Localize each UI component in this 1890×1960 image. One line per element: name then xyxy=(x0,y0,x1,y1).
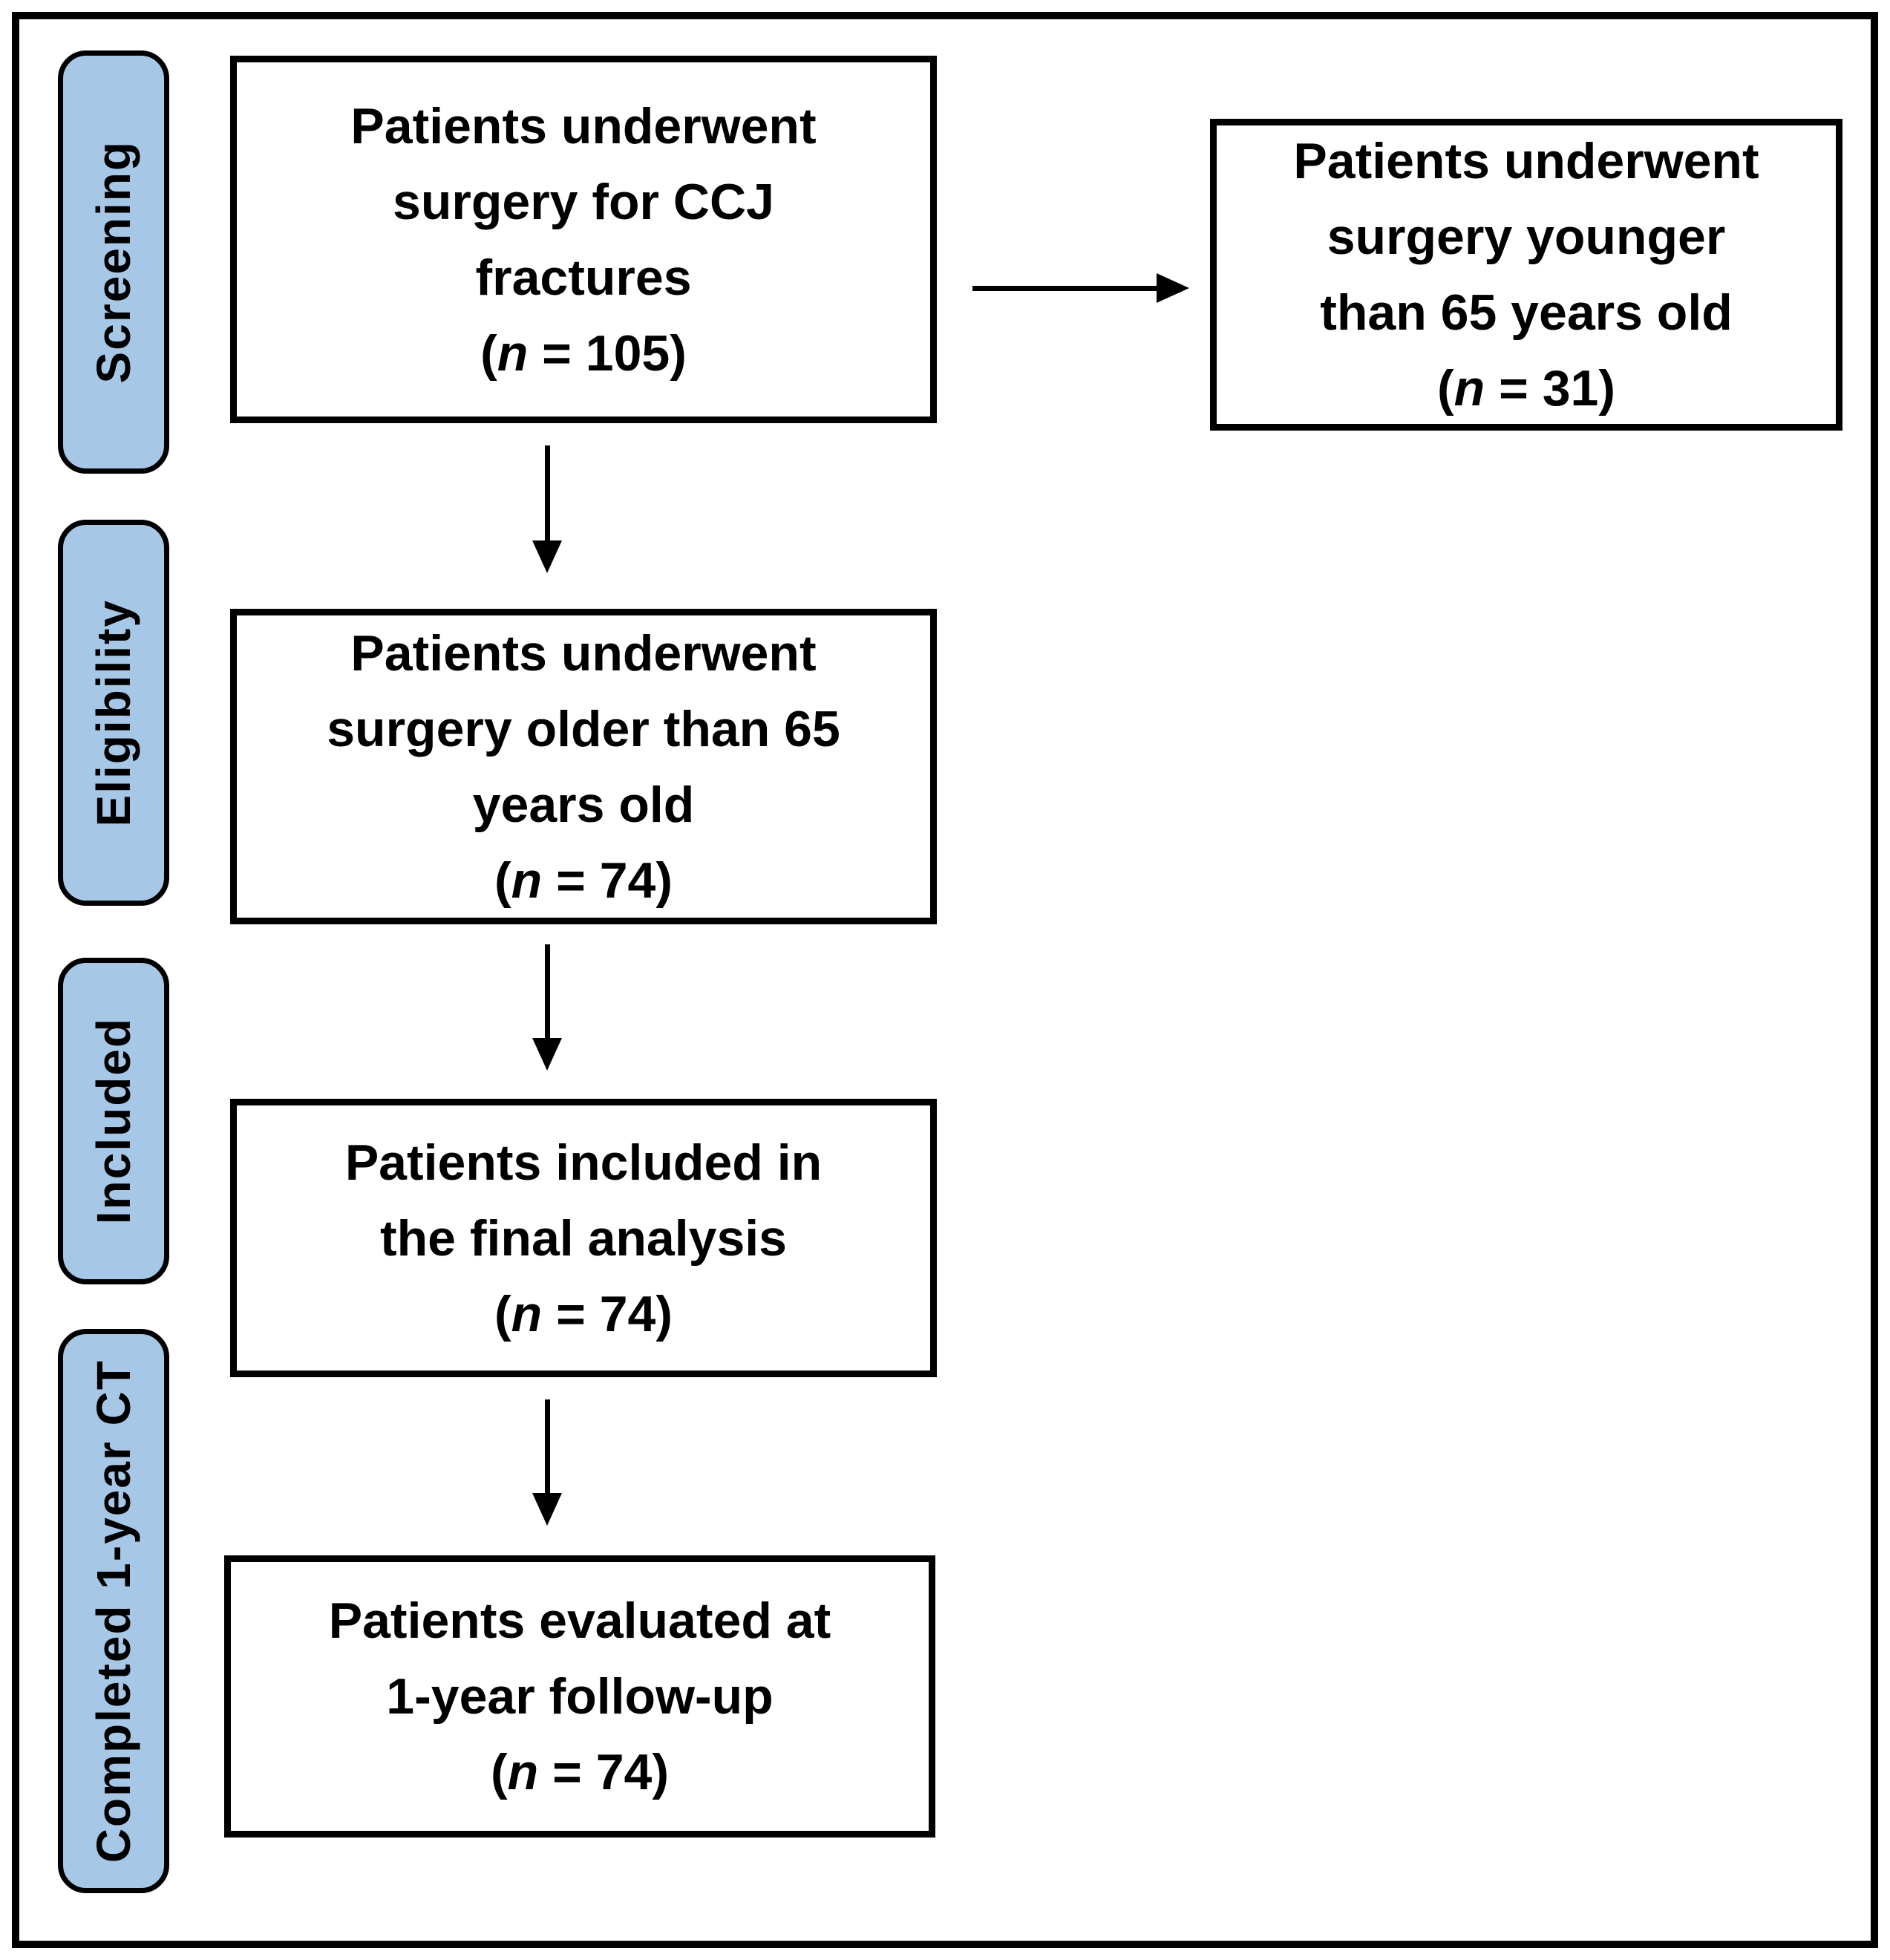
box-text-line: Patients underwent xyxy=(1293,133,1759,189)
box-text-line: years old xyxy=(472,776,695,833)
stage-label-included: Included xyxy=(58,958,169,1284)
followup-box: Patients evaluated at 1-year follow-up (… xyxy=(224,1555,935,1838)
box-count-line: (n = 74) xyxy=(491,1744,669,1800)
n-variable: n xyxy=(507,1744,539,1800)
arrow-shaft xyxy=(545,944,550,1041)
eligibility-box: Patients underwent surgery older than 65… xyxy=(230,609,937,924)
count-value: 74 xyxy=(599,852,656,909)
box-count-line: (n = 74) xyxy=(494,1285,673,1342)
screening-box: Patients underwent surgery for CCJ fract… xyxy=(230,56,937,423)
arrow-shaft xyxy=(545,1399,550,1496)
n-variable: n xyxy=(497,324,529,382)
box-count-line: (n = 31) xyxy=(1437,360,1615,416)
box-text-line: Patients underwent xyxy=(350,624,817,682)
box-count-line: (n = 74) xyxy=(494,852,673,909)
box-text-line: Patients underwent xyxy=(350,97,817,154)
box-text-line: fractures xyxy=(475,249,692,306)
count-value: 105 xyxy=(585,324,670,382)
arrow-shaft xyxy=(972,286,1158,291)
stage-label-screening: Screening xyxy=(58,50,169,474)
arrow-head xyxy=(532,1493,562,1526)
stage-label-eligibility: Eligibility xyxy=(58,520,169,906)
n-variable: n xyxy=(511,852,543,909)
box-text-line: Patients evaluated at xyxy=(328,1592,831,1649)
box-count-line: (n = 105) xyxy=(480,324,687,382)
box-text-line: surgery older than 65 xyxy=(327,700,840,757)
n-variable: n xyxy=(511,1285,543,1342)
count-value: 74 xyxy=(595,1744,653,1800)
box-text-line: Patients included in xyxy=(344,1134,823,1191)
box-text-line: surgery for CCJ xyxy=(393,173,774,230)
box-text-line: the final analysis xyxy=(380,1209,787,1267)
box-text-line: surgery younger xyxy=(1327,209,1726,265)
arrow-head xyxy=(532,540,562,573)
arrow-head xyxy=(532,1038,562,1071)
box-text-line: than 65 years old xyxy=(1320,284,1733,341)
stage-label-text: Completed 1-year CT xyxy=(87,1359,140,1863)
n-variable: n xyxy=(1454,360,1485,416)
box-text-line: 1-year follow-up xyxy=(386,1668,774,1725)
arrow-shaft xyxy=(545,445,550,543)
arrow-head xyxy=(1157,273,1189,303)
count-value: 31 xyxy=(1542,360,1599,416)
stage-label-text: Screening xyxy=(87,140,140,384)
stage-label-text: Eligibility xyxy=(87,598,140,827)
stage-label-text: Included xyxy=(87,1017,140,1225)
included-box: Patients included in the final analysis … xyxy=(230,1099,937,1377)
count-value: 74 xyxy=(599,1285,656,1342)
excluded-box: Patients underwent surgery younger than … xyxy=(1210,119,1842,431)
stage-label-completed-1-year-ct: Completed 1-year CT xyxy=(58,1329,169,1893)
